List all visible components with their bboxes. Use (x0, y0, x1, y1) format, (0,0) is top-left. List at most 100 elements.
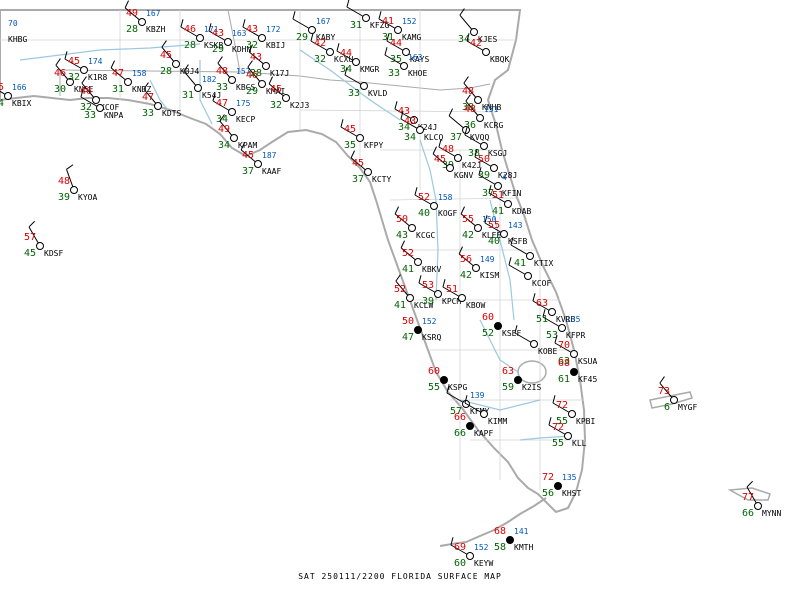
station-id: KNPA (104, 111, 123, 120)
map-caption: SAT 250111/2200 FLORIDA SURFACE MAP (298, 572, 502, 581)
temperature: 46 (80, 86, 92, 97)
station-id: KCTY (372, 175, 391, 184)
dewpoint: 37 (242, 166, 254, 177)
wind-barb-flag (478, 167, 482, 176)
dewpoint: 31 (350, 20, 362, 31)
dewpoint: 41 (402, 264, 414, 275)
sky-cover-icon (138, 18, 146, 26)
station-id: KISM (480, 271, 499, 280)
wind-barb-flag (110, 60, 115, 69)
pressure: 166 (12, 83, 27, 92)
sky-cover-icon (440, 376, 448, 384)
temperature: 52 (418, 192, 430, 203)
sky-cover-icon (472, 264, 480, 272)
wind-barb-flag (552, 395, 556, 404)
dewpoint: 37 (482, 188, 494, 199)
dewpoint: 29 (296, 32, 308, 43)
wind-barb-flag (395, 274, 401, 282)
dewpoint: 34 (216, 114, 228, 125)
temperature: 43 (246, 24, 258, 35)
dewpoint: 45 (24, 248, 36, 259)
temperature: 69 (454, 542, 466, 553)
dewpoint: 31 (182, 90, 194, 101)
pressure: 158 (132, 69, 147, 78)
dewpoint: 32 (68, 72, 80, 83)
dewpoint: 42 (462, 230, 474, 241)
sky-cover-icon (514, 376, 522, 384)
station-id: KPCM (442, 297, 461, 306)
wind-barb-flag (143, 82, 149, 90)
station-id: K42J (462, 161, 481, 170)
temperature: 53 (422, 280, 434, 291)
station-id: KYOA (78, 193, 97, 202)
wind-barb-flag (510, 237, 514, 246)
temperature: 51 (492, 190, 504, 201)
temperature: 50 (478, 154, 490, 165)
temperature: 72 (542, 472, 554, 483)
station-id: MYGF (678, 403, 697, 412)
dewpoint: 35 (344, 140, 356, 151)
wind-barb-flag (438, 139, 442, 148)
dewpoint: 35 (390, 54, 402, 65)
sky-cover-icon (228, 76, 236, 84)
station-kobe: KOBE (514, 325, 557, 356)
dewpoint: 59 (502, 382, 514, 393)
temperature: 66 (454, 412, 466, 423)
wind-barb-flag (508, 257, 512, 266)
station-id: KVQQ (470, 133, 489, 142)
sky-cover-icon (564, 432, 572, 440)
temperature: 52 (402, 248, 414, 259)
dewpoint: 28 (126, 24, 138, 35)
station-id: KCOF (100, 103, 119, 112)
sky-cover-icon (194, 84, 202, 92)
wind-barb-flag (268, 76, 273, 85)
sky-cover-icon (154, 102, 162, 110)
sky-cover-icon (402, 48, 410, 56)
florida-land (0, 9, 587, 514)
dewpoint: 28 (160, 66, 172, 77)
sky-cover-icon (416, 126, 424, 134)
temperature: 45 (344, 124, 356, 135)
wind-barb-flag (28, 220, 36, 228)
station-id: KFPY (364, 141, 383, 150)
dewpoint: 43 (396, 230, 408, 241)
temperature: 77 (742, 492, 754, 503)
sky-cover-icon (480, 410, 488, 418)
dewpoint: 33 (348, 88, 360, 99)
sky-cover-icon (558, 324, 566, 332)
pressure: 182 (202, 75, 217, 84)
wind-barb-flag (384, 47, 388, 56)
dewpoint: 53 (546, 330, 558, 341)
sky-cover-icon (80, 66, 88, 74)
sky-cover-icon (92, 96, 100, 104)
dewpoint: 34 (398, 122, 410, 133)
sky-cover-icon (454, 154, 462, 162)
pressure: 163 (232, 29, 247, 38)
dewpoint: 39 (422, 296, 434, 307)
sky-cover-icon (196, 34, 204, 42)
sky-cover-icon (446, 164, 454, 172)
sky-cover-icon (430, 202, 438, 210)
temperature: 46 (54, 68, 66, 79)
temperature: 48 (442, 144, 454, 155)
pressure: 167 (146, 9, 161, 18)
station-id: KOGF (438, 209, 457, 218)
station-id: KSFB (508, 237, 527, 246)
wind-barb-flag (400, 240, 405, 249)
temperature: 55 (488, 220, 500, 231)
sky-cover-icon (408, 224, 416, 232)
wind-barb-flag (458, 246, 463, 255)
